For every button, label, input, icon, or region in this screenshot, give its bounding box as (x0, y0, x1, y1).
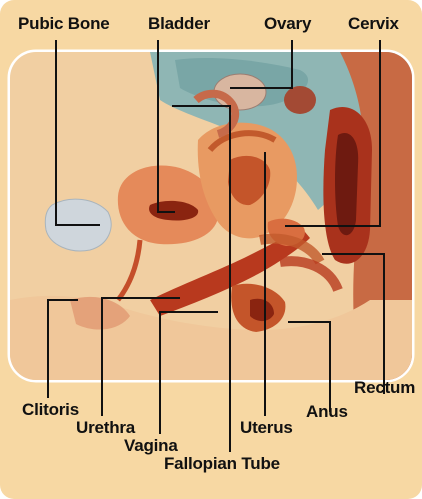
label-urethra: Urethra (76, 418, 135, 438)
label-vagina: Vagina (124, 436, 178, 456)
label-anus: Anus (306, 402, 348, 422)
rectum-inner (335, 133, 358, 235)
ovary-detail (284, 86, 316, 114)
label-uterus: Uterus (240, 418, 293, 438)
label-clitoris: Clitoris (22, 400, 79, 420)
label-rectum: Rectum (354, 378, 415, 398)
label-ovary: Ovary (264, 14, 311, 34)
label-pubic-bone: Pubic Bone (18, 14, 110, 34)
label-bladder: Bladder (148, 14, 210, 34)
label-cervix: Cervix (348, 14, 399, 34)
label-fallopian-tube: Fallopian Tube (164, 454, 280, 474)
pelvis-cross-section (10, 52, 412, 380)
